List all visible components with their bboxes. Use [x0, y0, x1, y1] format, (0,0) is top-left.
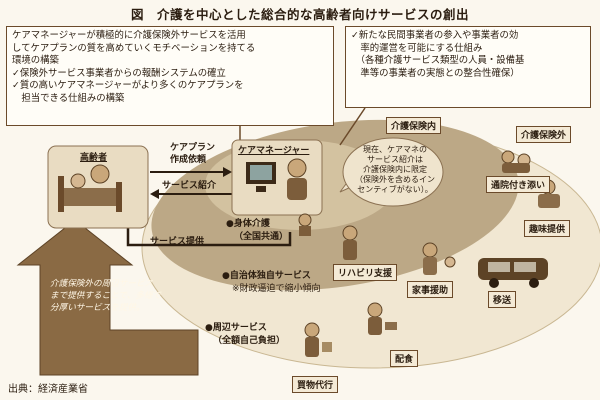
top-left-box-line: 環境の構築 — [12, 55, 328, 68]
service-shopping: 買物代行 — [292, 376, 338, 393]
tier-peripheral: ●周辺サービス （全額自己負担） — [205, 320, 285, 346]
elderly-person-icon — [91, 165, 109, 183]
tier-municipal-label: ●自治体独自サービス — [222, 268, 321, 281]
speech-bubble-line: 現在、ケアマネの — [350, 145, 440, 155]
elderly-label: 高齢者 — [80, 150, 107, 163]
top-left-box-line: ✓質の高いケアマネージャーがより多くのケアプランを — [12, 80, 328, 93]
care-plan-request-label: ケアプラン 作成依頼 — [170, 142, 215, 166]
tier-body-care-sub: （全国共通） — [226, 229, 288, 242]
service-meal-delivery: 配食 — [390, 350, 418, 367]
care-plan-request-label-line: 作成依頼 — [170, 154, 215, 166]
speech-bubble-line: サービス紹介は — [350, 155, 440, 165]
speech-bubble: 現在、ケアマネの サービス紹介は 介護保険内に限定 （保険外を含めるイン センテ… — [350, 145, 440, 195]
rehabilitation-icon — [343, 226, 357, 260]
arrow-note-line: 介護保険外の周辺サービス — [50, 278, 190, 290]
top-right-box-line: 準等の事業者の実態との整合性確保） — [351, 68, 585, 81]
service-hobby: 趣味提供 — [524, 220, 570, 237]
top-left-box-line: してケアプランの質を高めていくモチベーションを持てる — [12, 43, 328, 56]
service-housework: 家事援助 — [407, 281, 453, 298]
top-left-box-line: ✓保険外サービス事業者からの報酬システムの確立 — [12, 68, 328, 81]
service-introduction-arrowhead — [150, 189, 159, 199]
tier-peripheral-sub: （全額自己負担） — [205, 333, 285, 346]
service-provision-label: サービス提供 — [150, 234, 204, 247]
tier-peripheral-label: ●周辺サービス — [205, 320, 285, 333]
care-manager-person-icon — [288, 159, 306, 177]
care-plan-request-label-line: ケアプラン — [170, 142, 215, 154]
service-introduction-label: サービス紹介 — [162, 178, 216, 191]
top-right-box-line: ✓新たな民間事業者の参入や事業者の効 — [351, 30, 585, 43]
speech-bubble-line: センティブがない）。 — [350, 185, 440, 195]
top-right-box-line: 率的運営を可能にする仕組み — [351, 43, 585, 56]
tier-municipal-sub: ※財政逼迫で縮小傾向 — [222, 281, 321, 294]
insurance-inside-label: 介護保険内 — [386, 117, 441, 134]
insurance-outside-label: 介護保険外 — [516, 126, 571, 143]
tier-body-care: ●身体介護 （全国共通） — [226, 216, 288, 242]
source-credit: 出典：経済産業省 — [8, 380, 88, 395]
arrow-note-line: 分厚いサービスを提供。 — [50, 302, 190, 314]
service-transport: 移送 — [488, 291, 516, 308]
service-hospital-escort: 通院付き添い — [486, 176, 550, 193]
speech-bubble-line: （保険外を含めるイン — [350, 175, 440, 185]
tier-body-care-label: ●身体介護 — [226, 216, 288, 229]
top-left-box: ケアマネージャーが積極的に介護保険外サービスを活用 してケアプランの質を高めてい… — [6, 26, 334, 126]
top-right-box: ✓新たな民間事業者の参入や事業者の効 率的運営を可能にする仕組み （各種介護サー… — [345, 26, 591, 108]
top-left-box-line: ケアマネージャーが積極的に介護保険外サービスを活用 — [12, 30, 328, 43]
top-left-box-line: 担当できる仕組みの構築 — [12, 93, 328, 106]
top-right-box-line: （各種介護サービス類型の人員・設備基 — [351, 55, 585, 68]
bed-icon — [62, 188, 118, 206]
care-manager-label: ケアマネージャー — [238, 143, 309, 156]
speech-bubble-line: 介護保険内に限定 — [350, 165, 440, 175]
tier-municipal: ●自治体独自サービス ※財政逼迫で縮小傾向 — [222, 268, 321, 294]
service-rehabilitation: リハビリ支援 — [333, 264, 397, 281]
arrow-note: 介護保険外の周辺サービス まで提供することで、多様で 分厚いサービスを提供。 — [50, 278, 190, 314]
arrow-note-line: まで提供することで、多様で — [50, 290, 190, 302]
